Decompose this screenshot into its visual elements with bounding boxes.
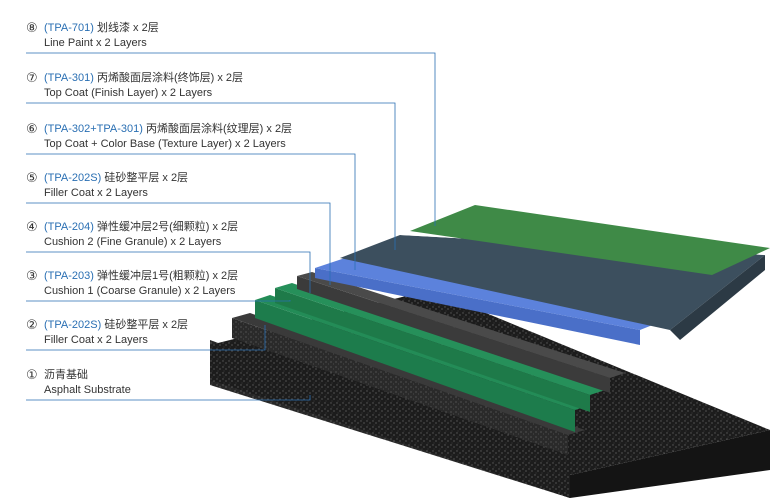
english-description: Cushion 1 (Coarse Granule) x 2 Layers xyxy=(44,285,236,297)
chinese-description: 丙烯酸面层涂料(纹理层) x 2层 xyxy=(146,123,293,135)
layer-number: ④ xyxy=(26,219,38,234)
chinese-description: 弹性缓冲层1号(粗颗粒) x 2层 xyxy=(96,270,239,282)
leader-line xyxy=(26,325,266,351)
leader-line xyxy=(26,202,331,285)
texture-layer xyxy=(315,268,640,345)
english-description: Filler Coat x 2 Layers xyxy=(44,187,148,199)
chinese-description: 沥青基础 xyxy=(44,369,88,381)
layer-number: ⑤ xyxy=(26,170,38,185)
cushion-fine-layer xyxy=(275,288,590,412)
english-description: Top Coat + Color Base (Texture Layer) x … xyxy=(44,138,286,150)
leader-line xyxy=(26,102,396,250)
leader-line xyxy=(26,153,356,270)
layer-number: ② xyxy=(26,317,38,332)
product-code: (TPA-301) xyxy=(44,72,94,84)
english-description: Filler Coat x 2 Layers xyxy=(44,334,148,346)
layer-number: ⑥ xyxy=(26,121,38,136)
leader-line xyxy=(26,300,291,302)
product-code: (TPA-203) xyxy=(44,270,94,282)
label-line-1: (TPA-202S) 硅砂整平层 x 2层 xyxy=(44,170,188,186)
chinese-description: 硅砂整平层 x 2层 xyxy=(104,319,189,331)
layer-number: ① xyxy=(26,367,38,382)
line-paint-layer xyxy=(410,205,770,275)
label-line-1: (TPA-301) 丙烯酸面层涂料(终饰层) x 2层 xyxy=(44,70,243,86)
leader-line xyxy=(26,395,311,401)
leader-line xyxy=(26,52,436,226)
label-line-1: (TPA-202S) 硅砂整平层 x 2层 xyxy=(44,317,188,333)
label-line-1: 沥青基础 xyxy=(44,367,88,383)
chinese-description: 划线漆 x 2层 xyxy=(96,22,159,34)
layer-number: ③ xyxy=(26,268,38,283)
asphalt-body xyxy=(210,340,570,498)
label-line-1: (TPA-302+TPA-301) 丙烯酸面层涂料(纹理层) x 2层 xyxy=(44,121,292,137)
chinese-description: 丙烯酸面层涂料(终饰层) x 2层 xyxy=(96,72,244,84)
product-code: (TPA-204) xyxy=(44,221,94,233)
english-description: Asphalt Substrate xyxy=(44,384,131,396)
label-line-1: (TPA-203) 弹性缓冲层1号(粗颗粒) x 2层 xyxy=(44,268,238,284)
chinese-description: 弹性缓冲层2号(细颗粒) x 2层 xyxy=(96,221,239,233)
asphalt-side xyxy=(570,430,770,498)
layer-number: ⑧ xyxy=(26,20,38,35)
label-line-1: (TPA-701) 划线漆 x 2层 xyxy=(44,20,159,36)
chinese-description: 硅砂整平层 x 2层 xyxy=(104,172,189,184)
filler-5-layer xyxy=(297,276,610,393)
cushion-coarse-layer xyxy=(255,300,575,432)
product-code: (TPA-202S) xyxy=(44,319,102,331)
product-code: (TPA-202S) xyxy=(44,172,102,184)
english-description: Top Coat (Finish Layer) x 2 Layers xyxy=(44,87,213,99)
product-code: (TPA-701) xyxy=(44,22,94,34)
filler-2-layer xyxy=(232,318,568,455)
leader-line xyxy=(26,251,311,293)
layer-number: ⑦ xyxy=(26,70,38,85)
english-description: Cushion 2 (Fine Granule) x 2 Layers xyxy=(44,236,222,248)
product-code: (TPA-302+TPA-301) xyxy=(44,123,143,135)
english-description: Line Paint x 2 Layers xyxy=(44,37,147,49)
label-line-1: (TPA-204) 弹性缓冲层2号(细颗粒) x 2层 xyxy=(44,219,238,235)
